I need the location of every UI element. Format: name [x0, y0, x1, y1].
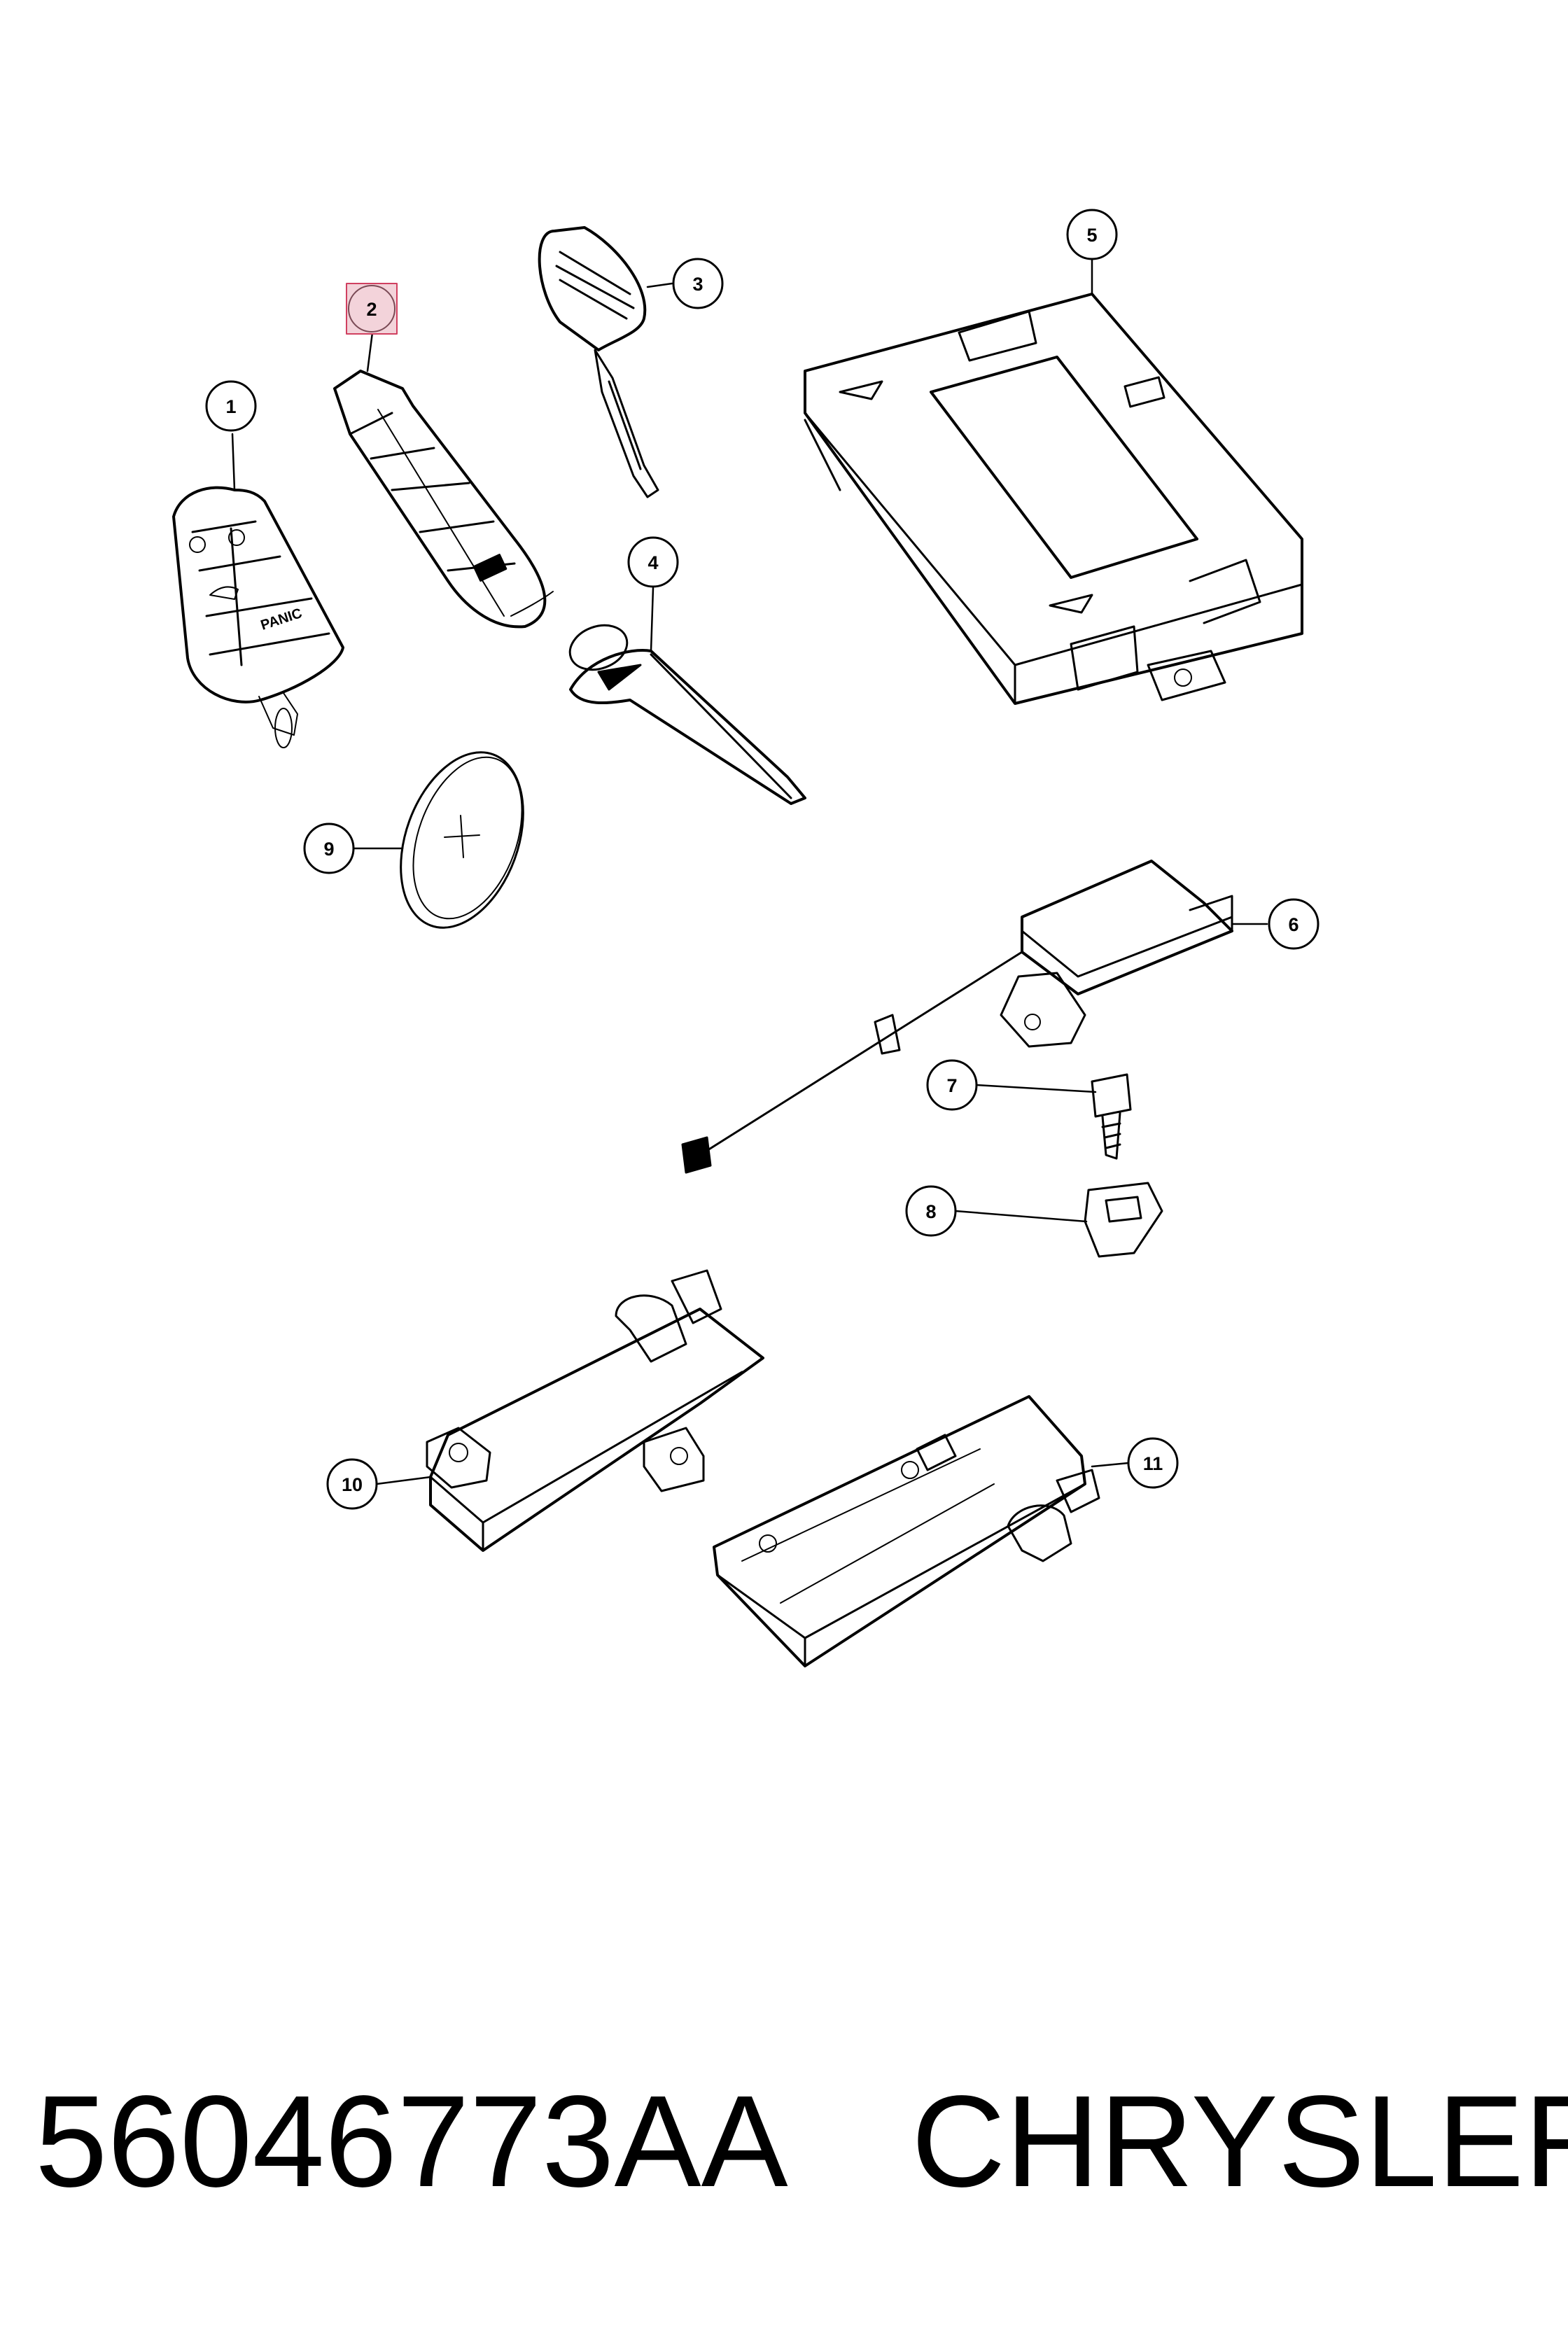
callout-7[interactable]: 7 [926, 1059, 1097, 1111]
antenna-module [681, 860, 1233, 1174]
ignition-key [538, 226, 659, 498]
clip [1084, 1182, 1163, 1258]
callout-5[interactable]: 5 [1066, 209, 1118, 295]
part-number: 56046773AA [35, 2069, 788, 2214]
svg-text:4: 4 [648, 552, 658, 573]
fob-panic-label: PANIC [259, 606, 304, 634]
antenna-bar-upper [426, 1269, 764, 1552]
svg-text:5: 5 [1086, 225, 1097, 246]
fobik-key [333, 370, 554, 629]
callout-11[interactable]: 11 [1091, 1437, 1179, 1489]
svg-text:11: 11 [1143, 1453, 1163, 1474]
svg-text:7: 7 [946, 1075, 957, 1096]
callout-8[interactable]: 8 [905, 1185, 1088, 1237]
callout-4[interactable]: 4 [627, 536, 679, 652]
callout-2[interactable]: 2 [346, 283, 398, 372]
antenna-bar-lower [713, 1395, 1100, 1667]
svg-text:1: 1 [225, 396, 236, 417]
coin-battery [400, 751, 524, 929]
callout-6[interactable]: 6 [1231, 898, 1320, 950]
svg-text:6: 6 [1288, 914, 1298, 935]
svg-text:8: 8 [925, 1201, 936, 1222]
smart-key-fob: PANIC [172, 486, 344, 748]
svg-text:3: 3 [692, 274, 703, 295]
svg-text:2: 2 [366, 299, 377, 320]
svg-text:9: 9 [323, 839, 334, 860]
callout-9[interactable]: 9 [303, 822, 404, 874]
callout-3[interactable]: 3 [646, 258, 724, 309]
callout-1[interactable]: 1 [205, 380, 257, 491]
emergency-key [568, 624, 806, 805]
control-module [804, 293, 1303, 705]
screw [1091, 1073, 1132, 1160]
footer: 56046773AA CHRYSLER [28, 2058, 1568, 2226]
callout-10[interactable]: 10 [326, 1458, 432, 1510]
brand-name: CHRYSLER [911, 2069, 1568, 2214]
svg-text:10: 10 [342, 1474, 363, 1495]
